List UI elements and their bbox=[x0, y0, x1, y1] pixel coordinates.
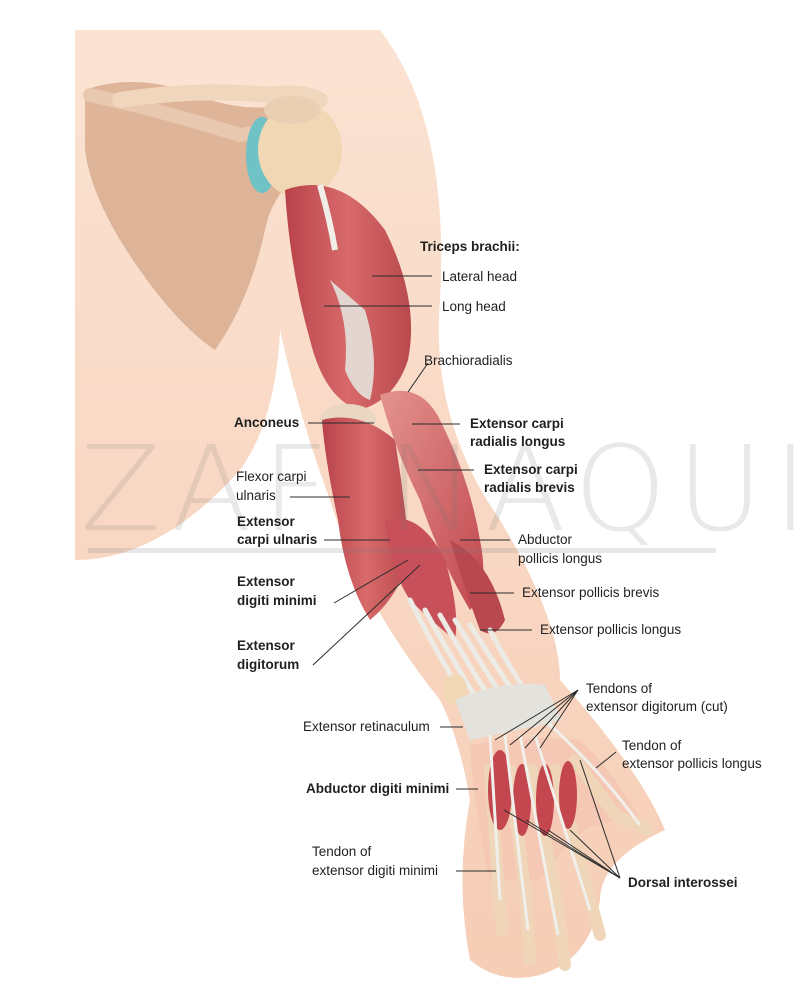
watermark: ZAF NAQUI bbox=[80, 420, 800, 558]
label-ecu-line2: carpi ulnaris bbox=[237, 532, 318, 547]
triceps-tendon bbox=[330, 280, 374, 400]
forearm-ulnar-muscle bbox=[322, 417, 410, 620]
label-ted-line2: extensor digitorum (cut) bbox=[586, 699, 728, 714]
label-ecrb-line2: radialis brevis bbox=[484, 480, 575, 495]
label-ecrl-line2: radialis longus bbox=[470, 434, 566, 449]
label-apl-line2: pollicis longus bbox=[518, 551, 603, 566]
label-triceps-brachii: Triceps brachii: bbox=[420, 239, 520, 254]
label-ecrl-line1: Extensor carpi bbox=[470, 416, 564, 431]
label-edm-line2: digiti minimi bbox=[237, 593, 317, 608]
label-epb: Extensor pollicis brevis bbox=[522, 585, 660, 600]
label-extensor-retinaculum: Extensor retinaculum bbox=[303, 719, 430, 734]
label-tepl-line2: extensor pollicis longus bbox=[622, 756, 762, 771]
label-ecu-line1: Extensor bbox=[237, 514, 295, 529]
label-anconeus: Anconeus bbox=[234, 415, 300, 430]
hand bbox=[470, 723, 654, 971]
label-lateral-head: Lateral head bbox=[442, 269, 518, 284]
acromion bbox=[264, 96, 320, 124]
label-ecrb-line1: Extensor carpi bbox=[484, 462, 578, 477]
abductor-pollicis-muscle bbox=[450, 540, 505, 634]
label-dorsal-interossei: Dorsal interossei bbox=[628, 875, 738, 890]
label-long-head: Long head bbox=[442, 299, 506, 314]
label-epl: Extensor pollicis longus bbox=[540, 622, 682, 637]
humeral-head bbox=[258, 102, 342, 198]
label-edm-line1: Extensor bbox=[237, 574, 295, 589]
label-tedm-line1: Tendon of bbox=[312, 844, 372, 859]
label-fcu-line1: Flexor carpi bbox=[236, 469, 307, 484]
label-tedm-line2: extensor digiti minimi bbox=[312, 863, 439, 878]
extensor-digitorum-muscle bbox=[385, 518, 457, 640]
clavicle bbox=[112, 84, 328, 108]
label-fcu-line2: ulnaris bbox=[236, 488, 276, 503]
label-apl-line1: Abductor bbox=[518, 532, 573, 547]
label-ted-line1: Tendons of bbox=[586, 681, 653, 696]
label-abductor-digiti-minimi: Abductor digiti minimi bbox=[306, 781, 450, 796]
label-ed-line1: Extensor bbox=[237, 638, 295, 653]
label-brachioradialis: Brachioradialis bbox=[424, 353, 513, 368]
label-ed-line2: digitorum bbox=[237, 657, 300, 672]
extensor-retinaculum bbox=[455, 684, 562, 740]
watermark-underline bbox=[88, 548, 716, 553]
leader-lines bbox=[290, 275, 621, 879]
deltoid-tendon bbox=[317, 184, 338, 251]
label-tepl-line1: Tendon of bbox=[622, 738, 682, 753]
